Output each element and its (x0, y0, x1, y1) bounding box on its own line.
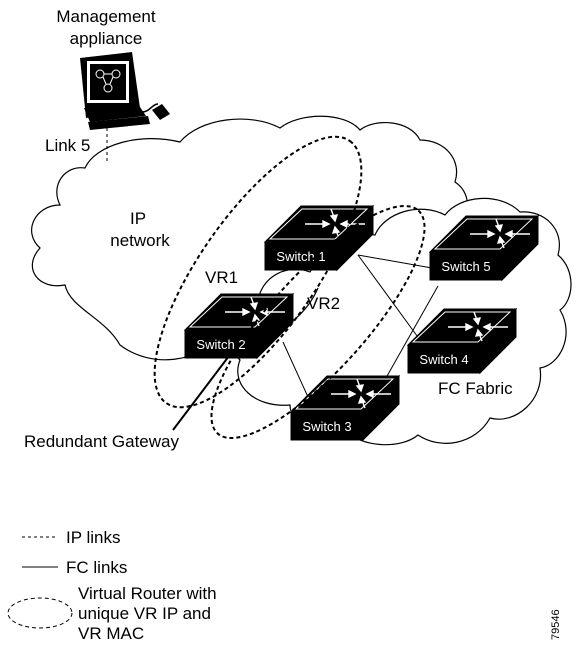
svg-text:Switch 2: Switch 2 (196, 337, 245, 352)
vr2-ellipse (210, 204, 426, 440)
svg-text:Switch 3: Switch 3 (302, 419, 351, 434)
legend-vr-swatch (7, 597, 73, 629)
legend-ip-links-label: IP links (66, 528, 121, 547)
management-label-line2: appliance (70, 29, 143, 48)
switch-4: Switch 4 (407, 308, 517, 374)
management-label-line1: Management (56, 7, 156, 26)
svg-text:Switch 1: Switch 1 (276, 249, 325, 264)
redundant-gateway-label: Redundant Gateway (24, 432, 179, 451)
vr1-ellipse (153, 135, 363, 409)
svg-text:Switch 5: Switch 5 (441, 259, 490, 274)
switch-2: Switch 2 (184, 293, 294, 359)
legend-vr-line3: VR MAC (78, 624, 144, 643)
ip-network-label-line1: IP (130, 209, 146, 228)
legend: IP links FC links Virtual Router with un… (7, 528, 217, 643)
svg-text:Switch 4: Switch 4 (419, 352, 468, 367)
ip-network-label-line2: network (110, 231, 170, 250)
legend-fc-links-label: FC links (66, 558, 127, 577)
legend-vr-line1: Virtual Router with (78, 584, 217, 603)
switch-5: Switch 5 (429, 215, 539, 281)
vr2-label: VR2 (307, 294, 340, 313)
switch-1: Switch 1 (264, 205, 374, 271)
vr1-label: VR1 (205, 268, 238, 287)
switch-3: Switch 3 (290, 375, 400, 441)
fc-fabric-label: FC Fabric (438, 379, 513, 398)
link5-label: Link 5 (45, 136, 90, 155)
figure-id: 79546 (550, 609, 562, 640)
management-appliance-icon (80, 52, 170, 130)
legend-vr-line2: unique VR IP and (78, 604, 211, 623)
